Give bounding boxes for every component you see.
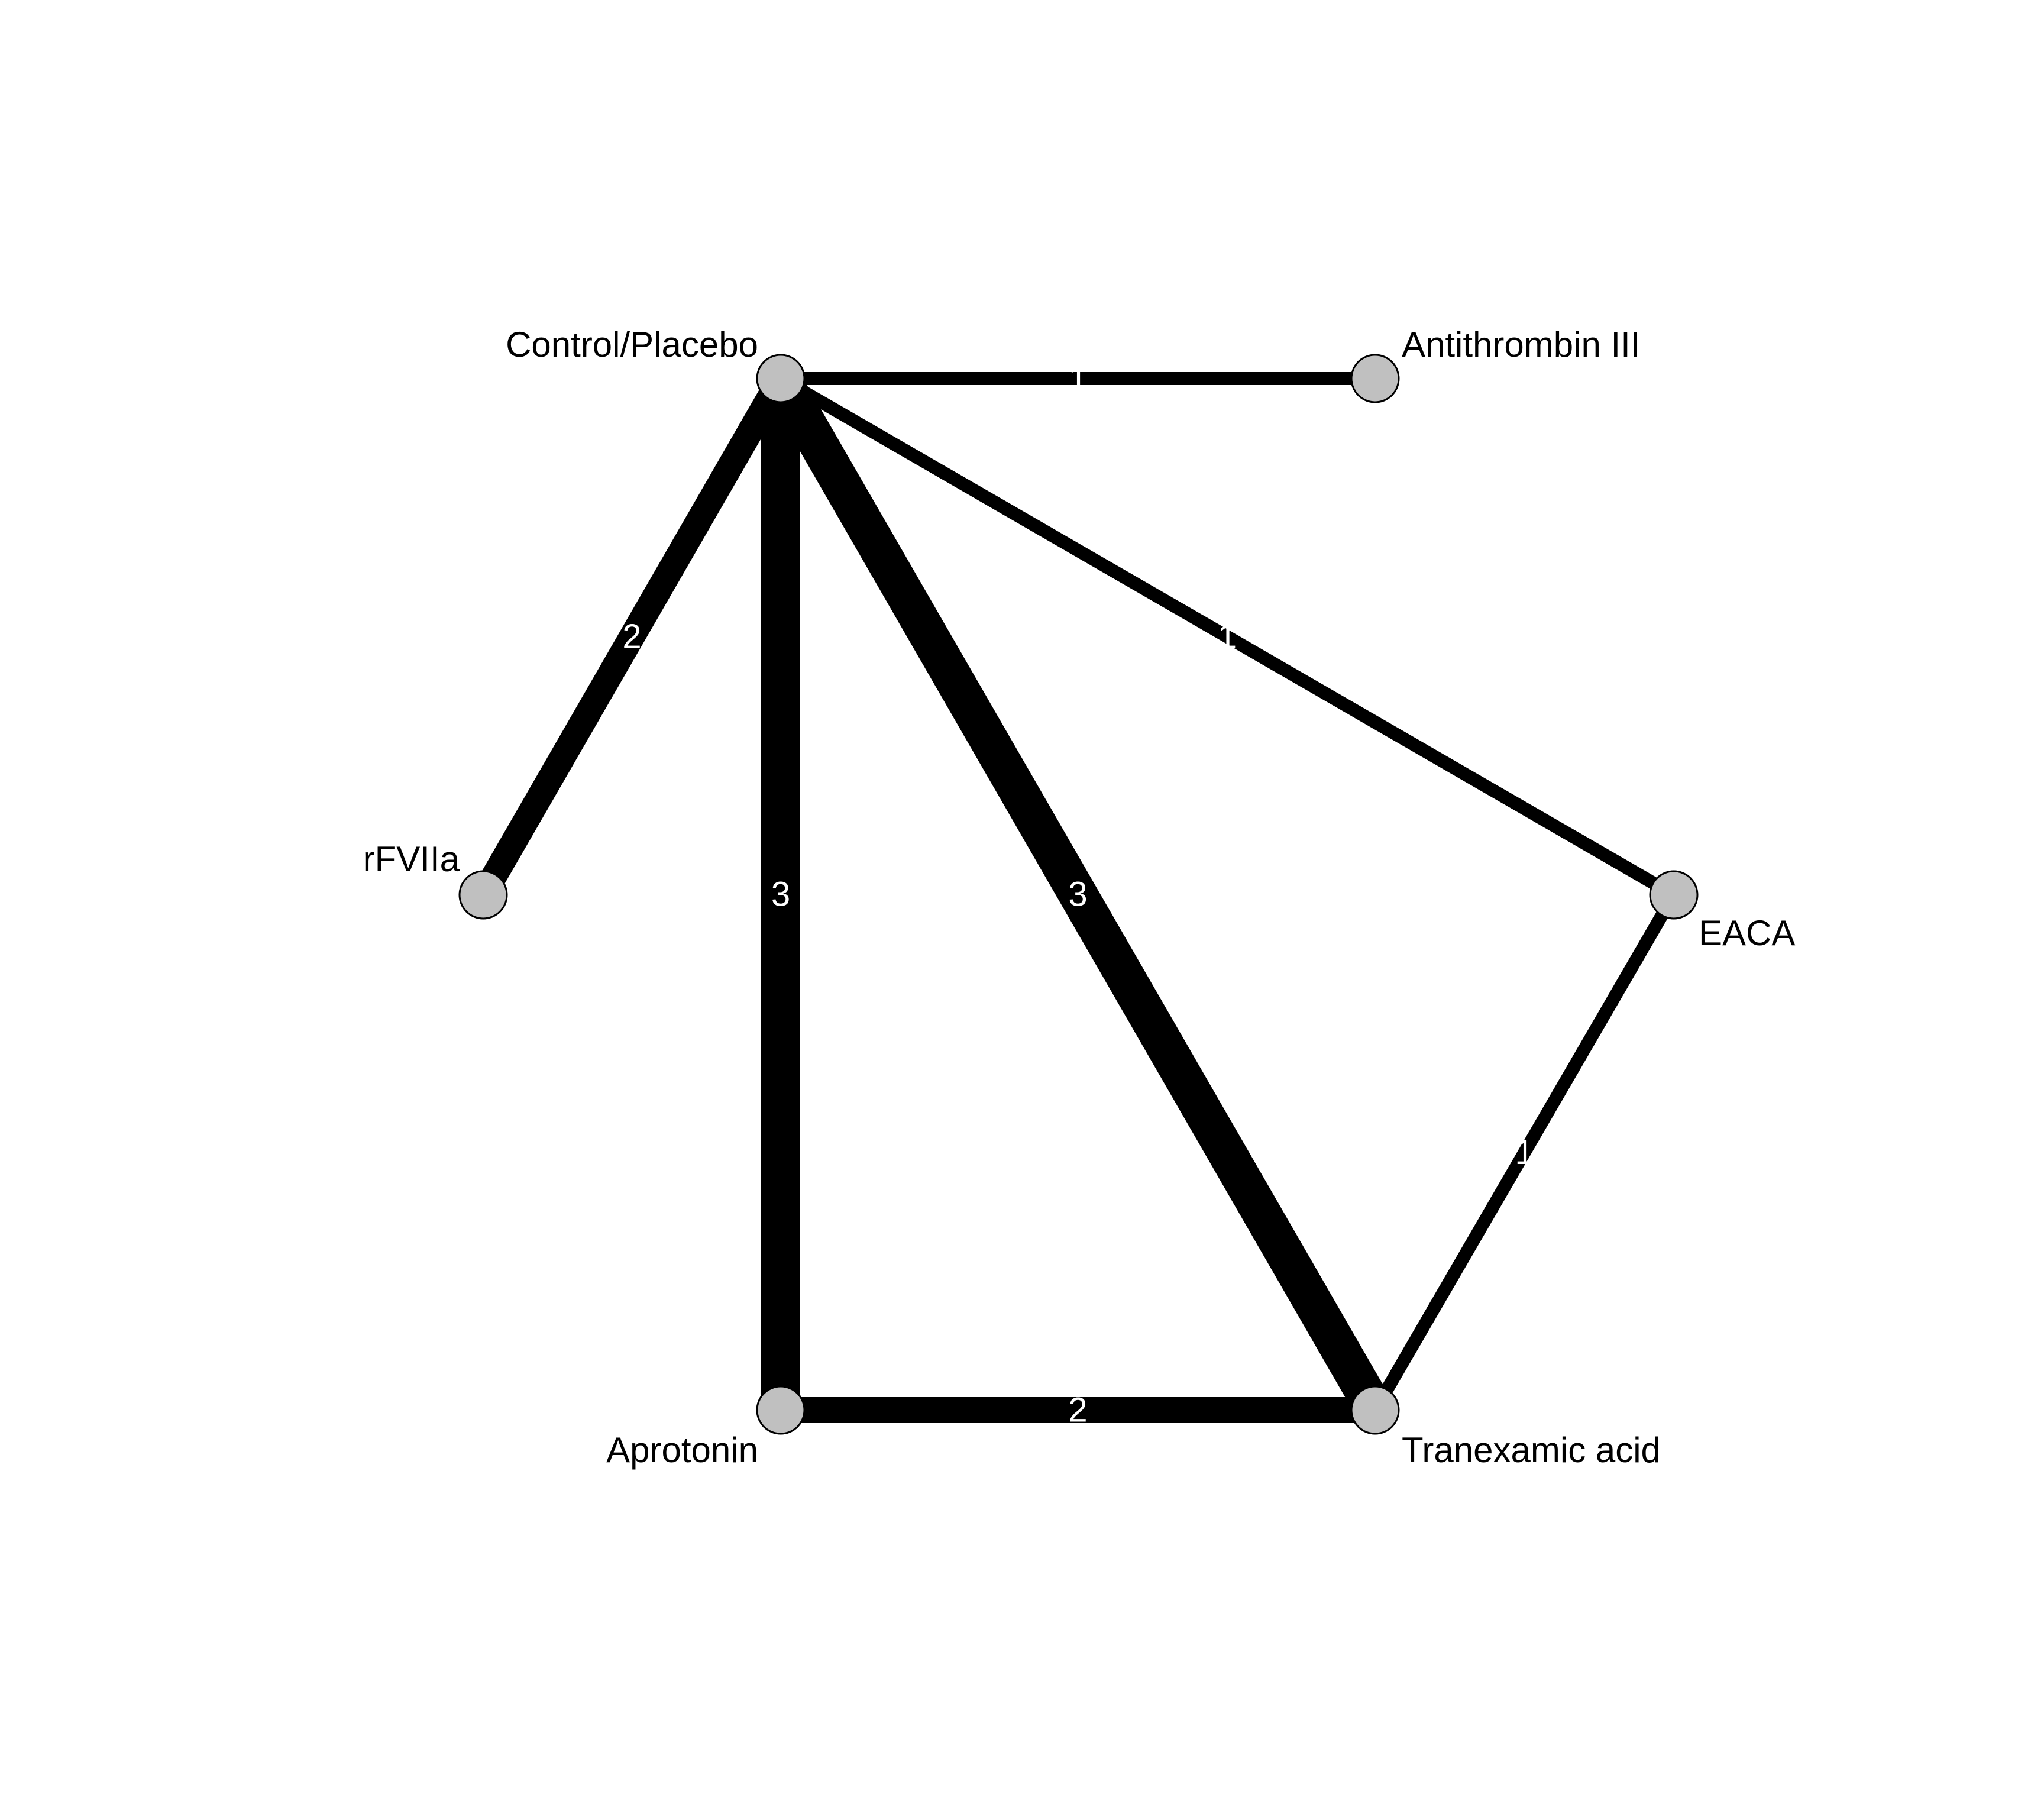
node-control [756, 354, 806, 403]
node-eaca [1649, 870, 1699, 920]
node-rfviia [458, 870, 508, 920]
node-aprotonin [756, 1385, 806, 1435]
edge-eaca-tranexamic [1369, 891, 1680, 1414]
node-label-aprotonin: Aprotonin [606, 1430, 758, 1470]
edge-label-control-antithrombin: 1 [1068, 360, 1087, 398]
edge-label-aprotonin-tranexamic: 2 [1068, 1391, 1087, 1430]
node-label-eaca: EACA [1699, 913, 1795, 953]
node-label-control: Control/Placebo [506, 325, 758, 364]
edges-layer: 1 2 3 3 1 1 2 [471, 360, 1680, 1430]
edge-label-eaca-tranexamic: 1 [1515, 1133, 1534, 1172]
node-antithrombin [1350, 354, 1400, 403]
node-label-rfviia: rFVIIa [363, 839, 460, 879]
nodes-layer: Control/Placebo Antithrombin III rFVIIaEAC… [363, 325, 1796, 1470]
edge-control-tranexamic [764, 368, 1392, 1420]
node-tranexamic [1350, 1385, 1400, 1435]
edge-label-control-eaca: 1 [1218, 617, 1237, 656]
edge-control-eaca [777, 373, 1677, 901]
edge-label-control-tranexamic: 3 [1068, 875, 1087, 914]
edge-label-control-rfviia: 2 [622, 617, 641, 656]
node-label-antithrombin: Antithrombin III [1402, 325, 1641, 364]
edge-control-rfviia [471, 372, 793, 901]
node-label-tranexamic: Tranexamic acid [1402, 1430, 1661, 1470]
edge-label-control-aprotonin: 3 [771, 875, 790, 914]
